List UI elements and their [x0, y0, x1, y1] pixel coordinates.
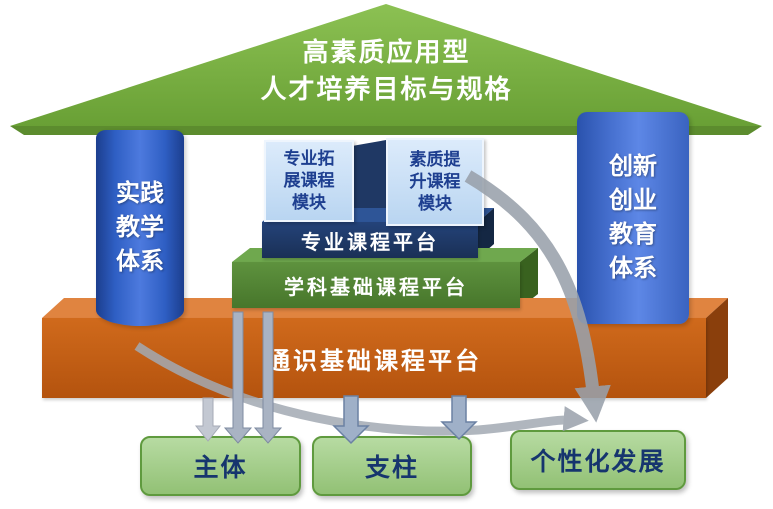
platform-general-basic-courses: 通识基础课程平台 [42, 318, 706, 398]
label-subject: 主体 [193, 454, 248, 482]
pillar-innovation-entrepreneurship-education: 创新 创业 教育 体系 [577, 112, 689, 324]
module-professional-expansion-courses: 专业拓 展课程 模块 [264, 140, 354, 222]
roof-title: 高素质应用型 人才培养目标与规格 [0, 34, 773, 108]
modules-back-panel [352, 140, 386, 222]
roof-title-line1: 高素质应用型 [302, 37, 471, 67]
pillar-practical-teaching-system: 实践 教学 体系 [96, 130, 184, 326]
label-box-subject: 主体 [140, 436, 301, 496]
module-right-label: 素质提 升课程 模块 [409, 150, 461, 213]
pillar-left-label: 实践 教学 体系 [116, 180, 164, 275]
platform-professional-courses: 专业课程平台 [262, 222, 478, 258]
platform-general-side-face [706, 298, 728, 398]
label-box-pillar: 支柱 [312, 436, 472, 496]
platform-discipline-label: 学科基础课程平台 [284, 276, 468, 299]
module-quality-improvement-courses: 素质提 升课程 模块 [386, 138, 484, 226]
roof-title-line2: 人才培养目标与规格 [260, 74, 513, 104]
label-personalized-development: 个性化发展 [530, 448, 666, 476]
label-box-personalized-development: 个性化发展 [510, 430, 686, 490]
platform-discipline-basic-courses: 学科基础课程平台 [232, 262, 520, 308]
label-pillar: 支柱 [364, 454, 419, 482]
module-left-label: 专业拓 展课程 模块 [283, 149, 335, 212]
platform-general-label: 通识基础课程平台 [266, 347, 482, 375]
platform-professional-label: 专业课程平台 [301, 231, 439, 254]
roof-shape [10, 4, 762, 126]
roof-edge [10, 126, 762, 135]
pillar-right-label: 创新 创业 教育 体系 [609, 153, 657, 282]
